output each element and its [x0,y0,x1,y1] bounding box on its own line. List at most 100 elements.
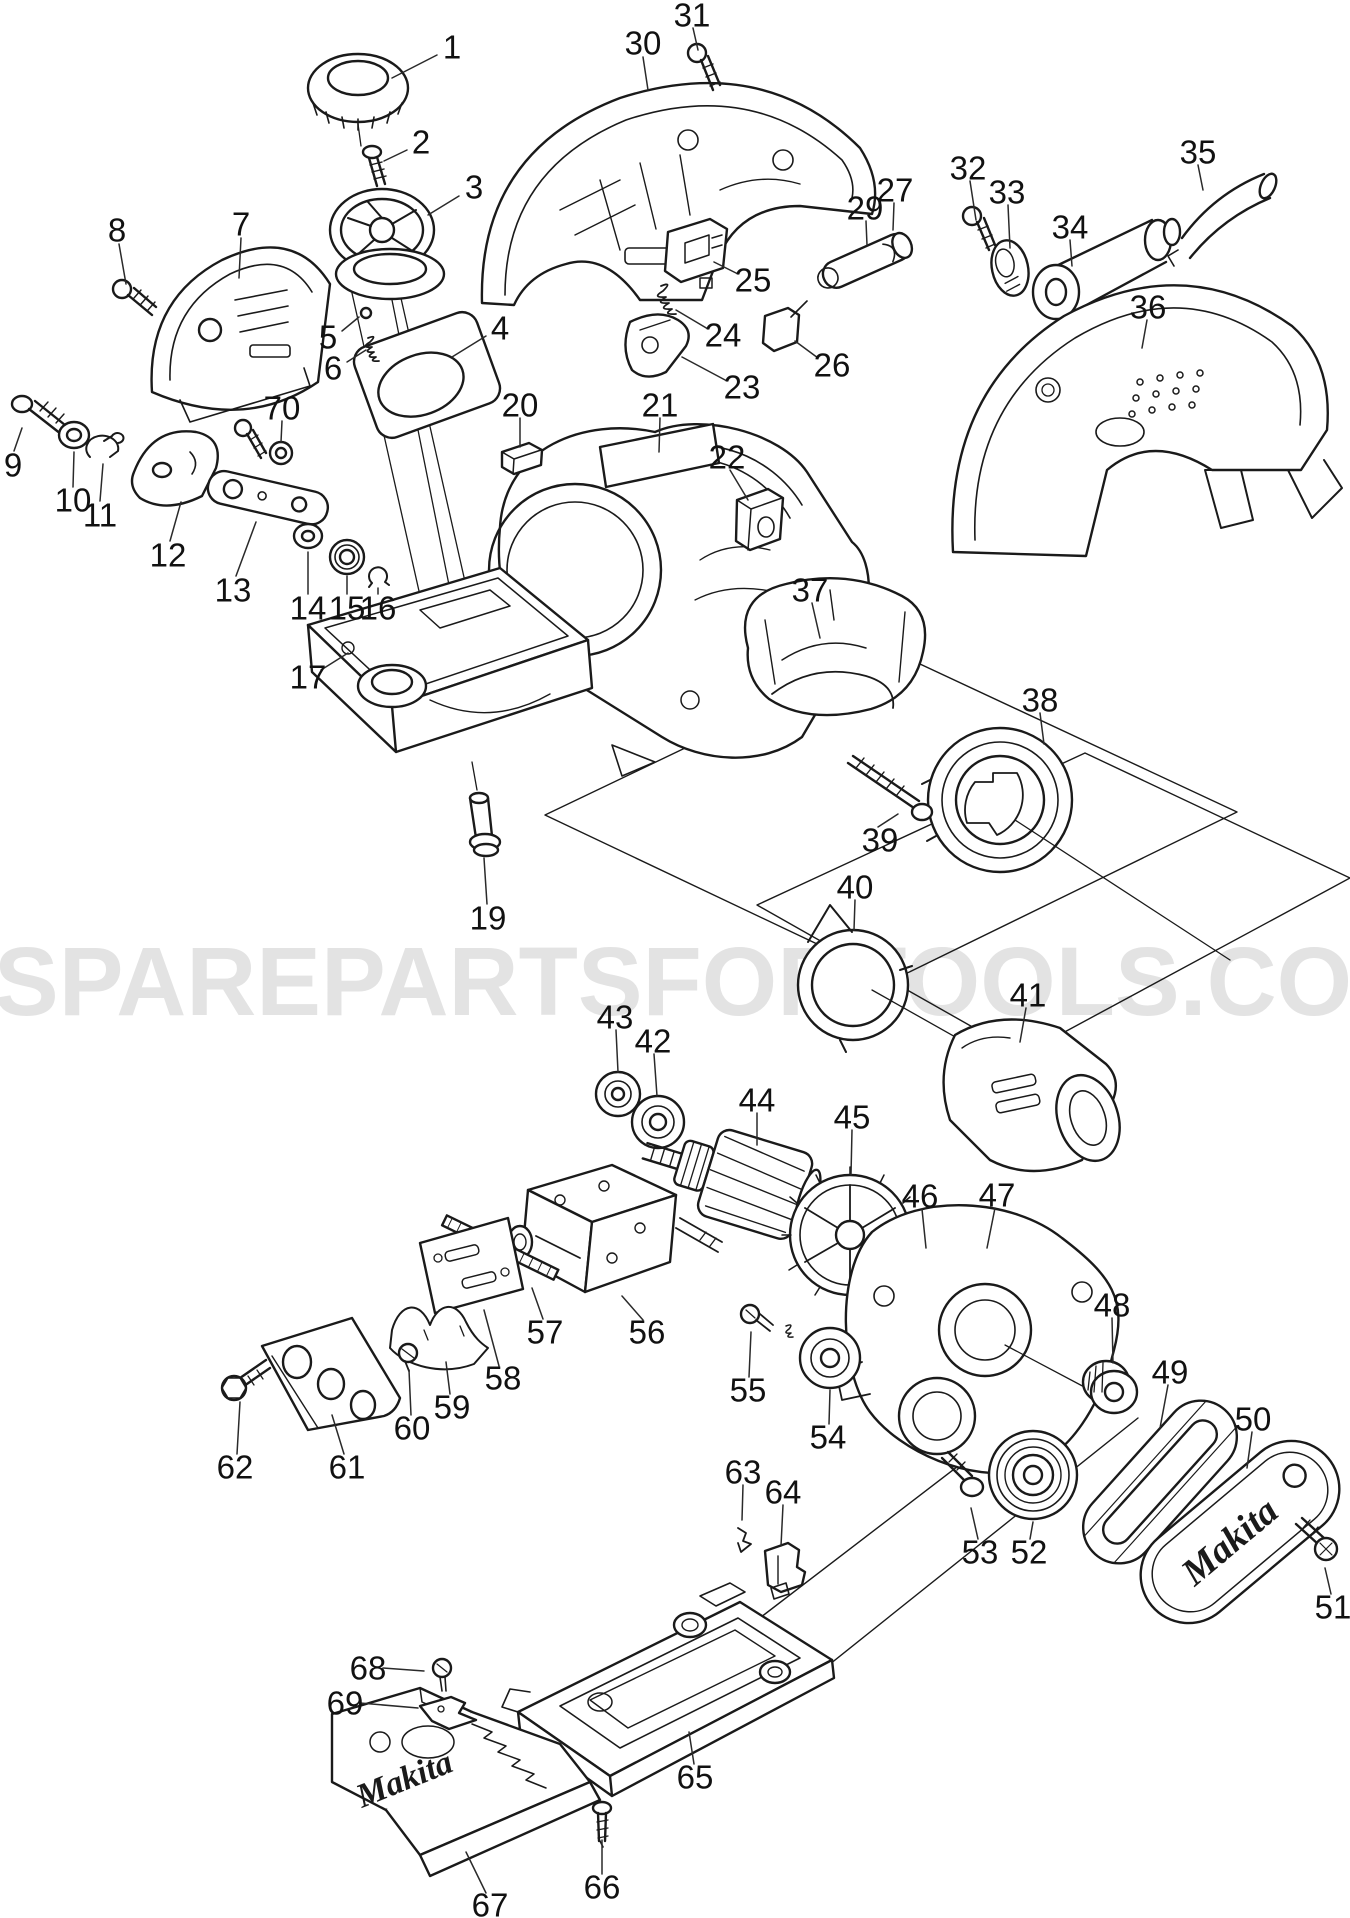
part-label-48: 48 [1093,1286,1131,1324]
part-label-50: 50 [1234,1400,1272,1438]
leader-line-19 [483,857,488,905]
part-label-31: 31 [673,0,711,34]
leader-line-27 [892,202,895,231]
part-13-lever-arm [206,469,330,526]
leader-line-46 [921,1208,927,1249]
leader-line-62 [236,1401,241,1455]
part-label-63: 63 [724,1453,762,1491]
part-20-block [500,441,544,476]
part-4-plate [352,310,502,440]
part-38-bearing-retainer [921,726,1231,961]
part-label-8: 8 [107,211,127,249]
leader-line-37 [811,602,821,639]
part-13-screw [233,418,268,460]
leader-line-63 [741,1484,744,1521]
part-64-lever [763,1541,807,1600]
part-label-65: 65 [676,1758,714,1796]
leader-lines [13,27,1332,1894]
part-25-switch [663,217,729,289]
leader-line-34 [1069,239,1073,267]
part-label-32: 32 [949,149,987,187]
part-1-knob [306,52,410,147]
part-label-62: 62 [216,1448,254,1486]
leader-line-38 [1039,712,1045,745]
part-label-14: 14 [289,589,327,627]
part-53-screw [940,1450,985,1498]
part-26-capacitor [761,300,808,353]
part-55-screw [739,1303,794,1338]
part-label-38: 38 [1021,681,1059,719]
leader-line-25 [713,261,739,275]
part-24-spring [656,283,677,316]
part-label-64: 64 [764,1473,802,1511]
leader-line-69 [359,1702,419,1709]
part-label-59: 59 [433,1388,471,1426]
part-39-bolt [846,754,934,822]
leader-line-54 [828,1389,831,1425]
part-label-39: 39 [861,821,899,859]
part-3-adjusting-wheel [328,187,446,301]
part-12-bracket [130,430,219,507]
part-63-pin [737,1527,752,1553]
watermark-text: SPAREPARTSFORTOOLS.COM.AU [0,927,1350,1036]
part-label-53: 53 [961,1533,999,1571]
leader-line-50 [1246,1431,1253,1469]
part-68-screw [431,1657,453,1692]
part-22-terminal-block [734,487,785,552]
part-label-6: 6 [323,349,343,387]
part-60-screw [397,1342,419,1372]
leader-line-9 [13,427,23,452]
part-label-16: 16 [359,589,397,627]
part-61-front-plate [260,1316,402,1432]
part-34-tube [1031,217,1182,321]
leader-line-31 [692,27,699,51]
leader-line-65 [688,1731,695,1765]
part-6-spring [364,335,380,363]
part-label-20: 20 [501,386,539,424]
part-label-4: 4 [490,309,510,347]
leader-line-43 [615,1029,619,1073]
part-label-19: 19 [469,899,507,937]
part-7-front-cover [150,246,332,423]
part-label-33: 33 [988,173,1026,211]
leader-line-60 [408,1369,412,1416]
part-label-56: 56 [628,1313,666,1351]
part-label-61: 61 [328,1448,366,1486]
part-label-27: 27 [876,171,914,209]
front-shoe-base [306,566,594,754]
part-label-1: 1 [442,28,462,66]
leader-line-36 [1141,319,1148,349]
part-label-55: 55 [729,1371,767,1409]
leader-line-51 [1324,1567,1332,1595]
leader-line-57 [531,1287,544,1320]
part-label-21: 21 [641,386,679,424]
part-30-handle-half [480,82,877,307]
part-11-clip [85,432,125,458]
part-label-57: 57 [526,1313,564,1351]
leader-line-39 [877,813,899,828]
part-label-58: 58 [484,1359,522,1397]
part-label-47: 47 [978,1176,1016,1214]
leader-line-23 [681,356,728,382]
leader-line-29 [865,220,868,246]
leader-line-26 [794,340,819,359]
part-10-washer [57,420,91,450]
leader-line-52 [1029,1521,1034,1540]
leader-line-59 [445,1361,451,1395]
part-2-screw [361,144,387,188]
part-label-34: 34 [1051,208,1089,246]
part-label-13: 13 [214,571,252,609]
leader-line-61 [331,1414,345,1455]
part-42-bearing [630,1094,686,1150]
leader-line-4 [451,335,487,358]
part-54-bearing [798,1326,862,1390]
leader-line-53 [970,1507,979,1540]
part-69-plate [418,1695,478,1731]
part-label-60: 60 [393,1409,431,1447]
part-36-handle-cover [951,284,1343,558]
part-14-washer [292,522,324,550]
part-label-2: 2 [411,123,431,161]
part-label-66: 66 [583,1868,621,1906]
part-label-69: 69 [326,1684,364,1722]
leader-line-1 [391,54,438,79]
